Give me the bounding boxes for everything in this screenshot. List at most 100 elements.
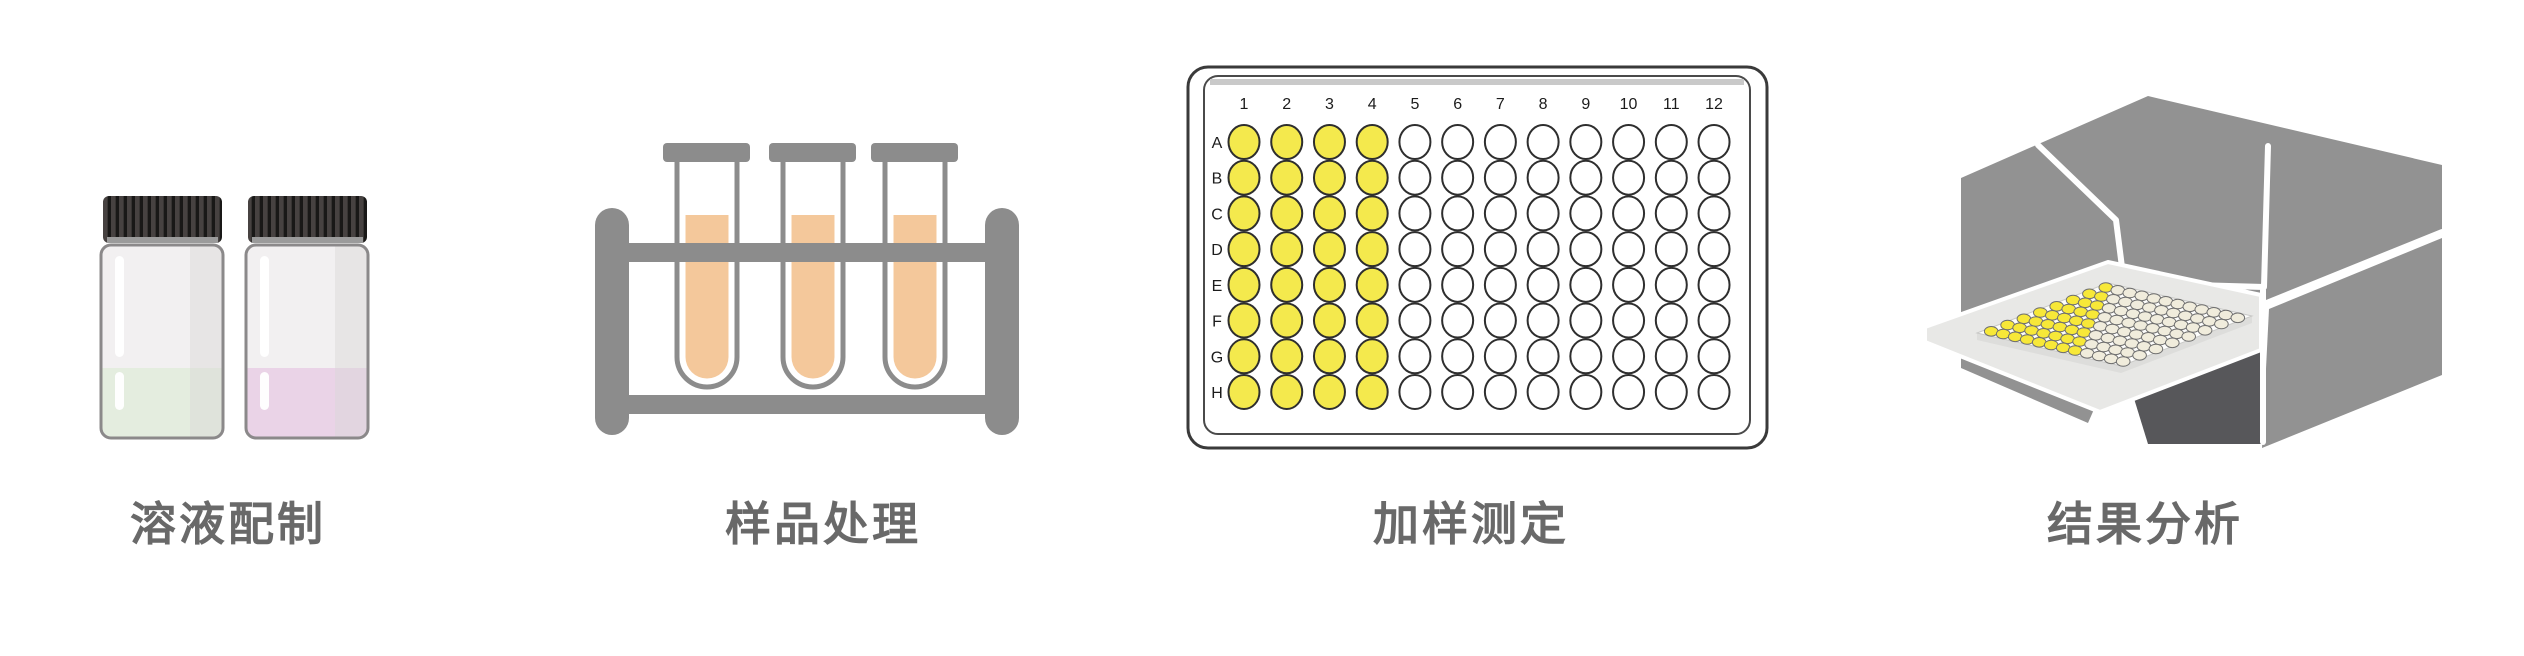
well-C8 xyxy=(1526,195,1560,232)
well-H10 xyxy=(1612,373,1646,410)
plate-col-label-9: 9 xyxy=(1581,96,1590,113)
well-G5 xyxy=(1398,338,1432,375)
plate-col-label-8: 8 xyxy=(1539,96,1548,113)
well-F8 xyxy=(1526,302,1560,339)
well-B9 xyxy=(1569,159,1603,196)
tube-rim xyxy=(769,143,856,162)
well-A1 xyxy=(1227,124,1261,160)
rack-post-left xyxy=(595,208,629,435)
step-label-sample-processing: 样品处理 xyxy=(725,498,921,550)
plate-row-label-F: F xyxy=(1212,314,1222,331)
tube-rim xyxy=(871,143,958,162)
well-F5 xyxy=(1398,302,1432,339)
plate-col-label-12: 12 xyxy=(1705,96,1723,113)
reader-well xyxy=(2132,350,2147,361)
well-D11 xyxy=(1654,231,1688,268)
tube-liquid xyxy=(791,215,835,379)
rack-bar-lower xyxy=(595,395,1019,414)
well-G4 xyxy=(1355,338,1389,375)
well-E4 xyxy=(1355,266,1389,303)
well-B8 xyxy=(1526,159,1560,196)
well-D2 xyxy=(1270,231,1304,268)
well-B7 xyxy=(1483,159,1517,196)
well-D3 xyxy=(1312,231,1346,268)
well-H12 xyxy=(1697,373,1731,410)
plate-col-label-6: 6 xyxy=(1453,96,1462,113)
well-A3 xyxy=(1312,124,1346,160)
well-A7 xyxy=(1483,124,1517,160)
well-H1 xyxy=(1227,373,1261,410)
plate-col-label-11: 11 xyxy=(1663,96,1680,113)
well-G12 xyxy=(1697,338,1731,375)
plate-row-label-C: C xyxy=(1211,206,1223,223)
plate-col-label-1: 1 xyxy=(1240,96,1249,113)
well-H6 xyxy=(1441,373,1475,410)
well-E8 xyxy=(1526,266,1560,303)
well-D9 xyxy=(1569,231,1603,268)
well-G8 xyxy=(1526,338,1560,375)
reader-well xyxy=(2148,343,2164,355)
well-D6 xyxy=(1441,231,1475,268)
well-D4 xyxy=(1355,231,1389,268)
well-F1 xyxy=(1227,302,1261,339)
well-C6 xyxy=(1441,195,1475,232)
plate-col-label-2: 2 xyxy=(1282,96,1291,113)
plate-col-label-3: 3 xyxy=(1325,96,1334,113)
reader-well xyxy=(2115,356,2131,367)
step-label-solution-preparation: 溶液配制 xyxy=(130,498,326,550)
plate-row-label-G: G xyxy=(1211,349,1223,366)
rack-bar-upper xyxy=(595,243,1019,262)
well-A4 xyxy=(1355,124,1389,160)
well-G2 xyxy=(1270,338,1304,375)
well-C10 xyxy=(1612,195,1646,232)
well-B5 xyxy=(1398,159,1432,196)
well-F10 xyxy=(1612,302,1646,339)
well-H3 xyxy=(1312,373,1346,410)
well-H9 xyxy=(1569,373,1603,410)
well-B12 xyxy=(1697,159,1731,196)
well-G10 xyxy=(1612,338,1646,375)
well-G1 xyxy=(1227,338,1261,375)
plate-col-label-10: 10 xyxy=(1620,96,1638,113)
well-B1 xyxy=(1227,159,1261,196)
well-A2 xyxy=(1270,124,1304,160)
well-A8 xyxy=(1526,124,1560,160)
tube-liquid xyxy=(893,215,937,379)
well-B10 xyxy=(1612,159,1646,196)
well-F11 xyxy=(1654,302,1688,339)
test-tube-rack-icon xyxy=(595,143,1019,435)
vial-pink xyxy=(244,196,370,440)
rack-frame xyxy=(595,208,1019,435)
plate-row-label-B: B xyxy=(1212,171,1223,188)
well-H7 xyxy=(1483,373,1517,410)
well-A10 xyxy=(1612,124,1646,160)
well-B11 xyxy=(1654,159,1688,196)
well-E3 xyxy=(1312,266,1346,303)
step-label-sample-loading: 加样测定 xyxy=(1373,498,1569,550)
tube-liquid xyxy=(685,215,729,379)
well-G3 xyxy=(1312,338,1346,375)
well-H11 xyxy=(1654,373,1688,410)
well-G11 xyxy=(1654,338,1688,375)
well-A9 xyxy=(1569,124,1603,160)
reader-well xyxy=(2230,312,2246,324)
well-B3 xyxy=(1312,159,1346,196)
well-D8 xyxy=(1526,231,1560,268)
plate-col-label-4: 4 xyxy=(1368,96,1377,113)
well-A6 xyxy=(1441,124,1475,160)
tube-rim xyxy=(663,143,750,162)
reader-base xyxy=(2262,238,2442,448)
well-C9 xyxy=(1569,195,1603,232)
plate-row-label-H: H xyxy=(1211,385,1223,402)
lid-base-seam xyxy=(2261,229,2445,307)
well-B6 xyxy=(1441,159,1475,196)
reader-well xyxy=(2165,337,2180,349)
well-D7 xyxy=(1483,231,1517,268)
well-E7 xyxy=(1483,266,1517,303)
plate-wells xyxy=(1227,124,1731,410)
well-B4 xyxy=(1355,159,1389,196)
well-E12 xyxy=(1697,266,1731,303)
well-D10 xyxy=(1612,231,1646,268)
test-tubes xyxy=(663,143,958,390)
well-F6 xyxy=(1441,302,1475,339)
